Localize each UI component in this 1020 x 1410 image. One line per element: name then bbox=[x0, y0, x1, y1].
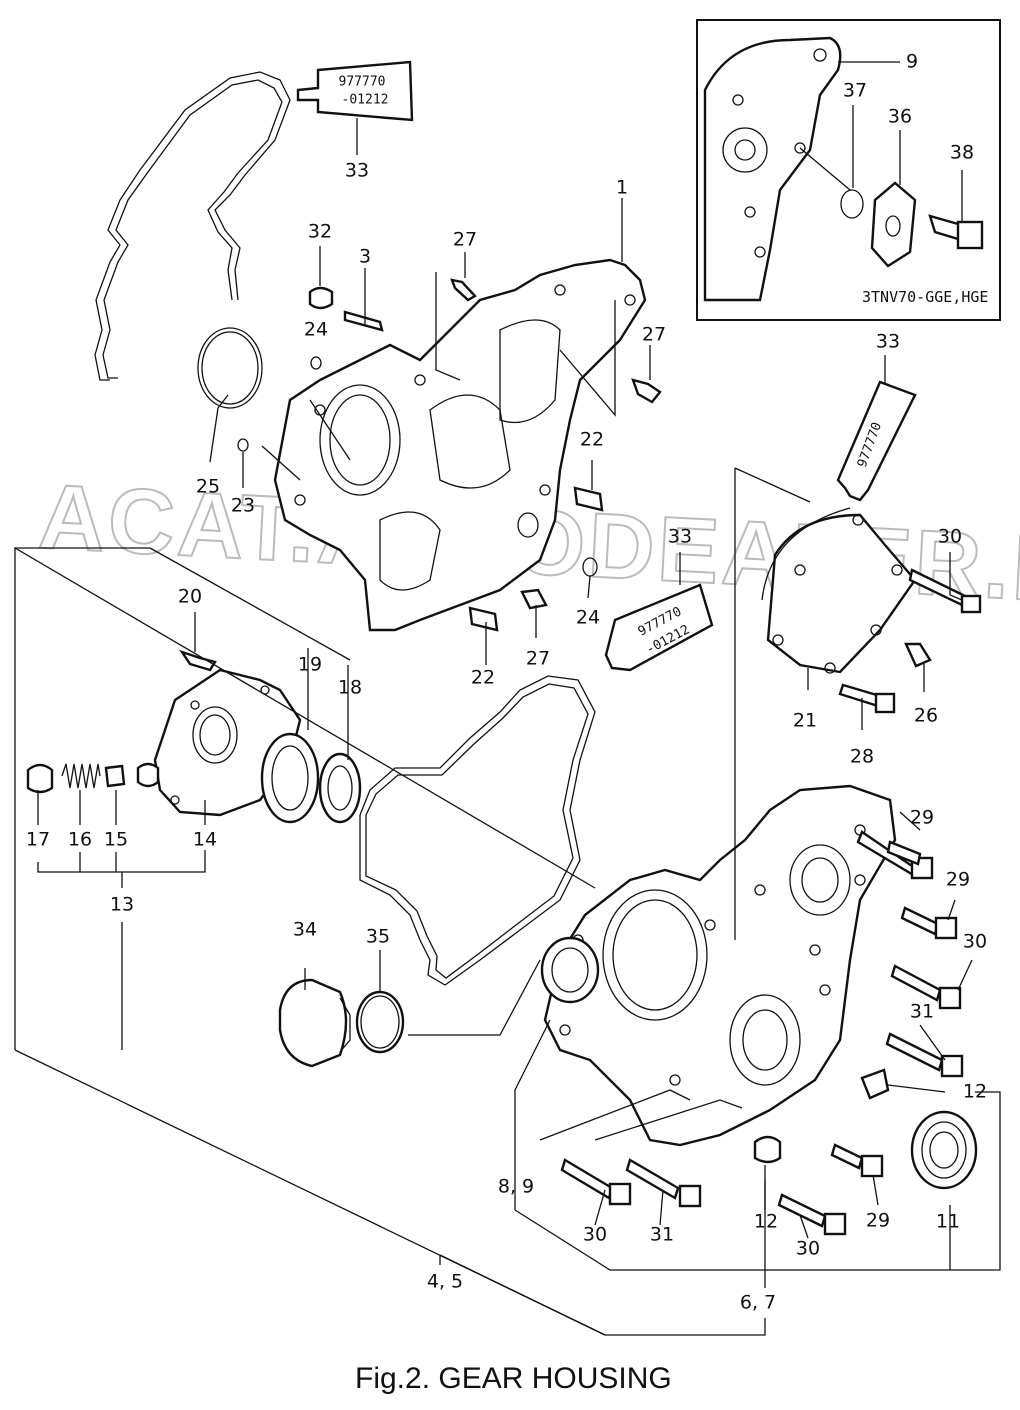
callout-23: 23 bbox=[231, 495, 255, 517]
inset-box: 3TNV70-GGE,HGE bbox=[696, 19, 1001, 321]
oil-filler-cap bbox=[278, 978, 351, 1068]
callout-24: 24 bbox=[576, 607, 600, 629]
callout-31: 31 bbox=[910, 1001, 934, 1023]
callout-11: 11 bbox=[936, 1211, 960, 1233]
svg-text:977770: 977770 bbox=[339, 75, 386, 90]
callout-26: 26 bbox=[914, 705, 938, 727]
inset-model-label: 3TNV70-GGE,HGE bbox=[862, 288, 988, 306]
callout-18: 18 bbox=[338, 677, 362, 699]
callout-16: 16 bbox=[68, 829, 92, 851]
callout-22: 22 bbox=[471, 667, 495, 689]
callout-3: 3 bbox=[359, 246, 371, 268]
callout-21: 21 bbox=[793, 710, 817, 732]
callout-33: 33 bbox=[345, 160, 369, 182]
oil-pump-rotor-outer bbox=[260, 732, 320, 824]
callout-24: 24 bbox=[304, 319, 328, 341]
callout-6-7: 6, 7 bbox=[740, 1292, 776, 1314]
callout-27: 27 bbox=[642, 324, 666, 346]
callout-29: 29 bbox=[910, 807, 934, 829]
timing-cover bbox=[761, 507, 917, 674]
callout-28: 28 bbox=[850, 746, 874, 768]
callout-35: 35 bbox=[366, 926, 390, 948]
callout-34: 34 bbox=[293, 919, 317, 941]
svg-text:-01212: -01212 bbox=[342, 93, 389, 108]
callout-20: 20 bbox=[178, 586, 202, 608]
callout-17: 17 bbox=[26, 829, 50, 851]
callout-25: 25 bbox=[196, 476, 220, 498]
callout-13: 13 bbox=[110, 894, 134, 916]
gear-housing-body bbox=[543, 784, 897, 1147]
callout-9: 9 bbox=[906, 51, 918, 73]
callout-22: 22 bbox=[580, 429, 604, 451]
callout-4-5: 4, 5 bbox=[427, 1271, 463, 1293]
leader-lines bbox=[14, 118, 1001, 1336]
callout-27: 27 bbox=[526, 648, 550, 670]
callout-30: 30 bbox=[583, 1224, 607, 1246]
callout-15: 15 bbox=[104, 829, 128, 851]
callout-36: 36 bbox=[888, 106, 912, 128]
callout-labels: 1 3 32 27 27 24 22 23 25 33 9 37 36 38 3… bbox=[26, 51, 987, 1314]
callout-27: 27 bbox=[453, 229, 477, 251]
sealant-tube-right: 977770 bbox=[836, 380, 917, 502]
gear-case-cover bbox=[273, 258, 647, 632]
callout-12: 12 bbox=[754, 1211, 778, 1233]
sealant-tube-top: 977770 -01212 bbox=[296, 60, 414, 122]
figure-caption: Fig.2. GEAR HOUSING bbox=[355, 1362, 672, 1395]
callout-30: 30 bbox=[963, 931, 987, 953]
callout-29: 29 bbox=[946, 869, 970, 891]
callout-1: 1 bbox=[616, 177, 628, 199]
callout-38: 38 bbox=[950, 142, 974, 164]
callout-33: 33 bbox=[876, 331, 900, 353]
callout-12: 12 bbox=[963, 1081, 987, 1103]
callout-19: 19 bbox=[298, 654, 322, 676]
callout-37: 37 bbox=[843, 80, 867, 102]
callout-30: 30 bbox=[796, 1238, 820, 1260]
callout-14: 14 bbox=[193, 829, 217, 851]
oil-pump-rotor-inner bbox=[318, 752, 362, 824]
callout-8-9: 8, 9 bbox=[498, 1176, 534, 1198]
callout-30: 30 bbox=[938, 526, 962, 548]
callout-29: 29 bbox=[866, 1210, 890, 1232]
callout-33: 33 bbox=[668, 526, 692, 548]
callout-32: 32 bbox=[308, 221, 332, 243]
callout-31: 31 bbox=[650, 1224, 674, 1246]
